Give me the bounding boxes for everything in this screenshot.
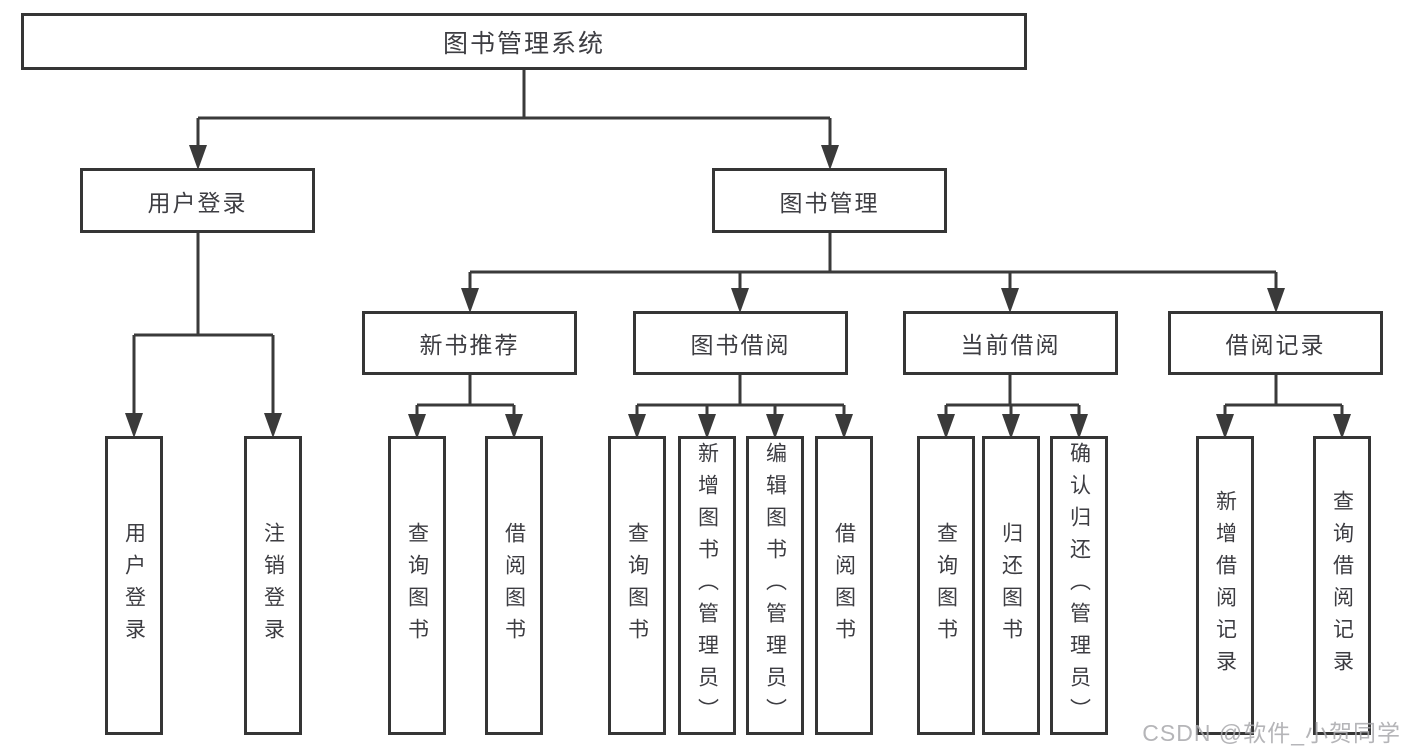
leaf-add-book-admin: 新增图书（管理员）: [678, 436, 736, 735]
leaf-logout: 注销登录: [244, 436, 302, 735]
leaf-label: 归还图书: [999, 521, 1023, 650]
leaf-confirm-return-admin: 确认归还（管理员）: [1050, 436, 1108, 735]
leaf-label: 查询图书: [625, 521, 649, 650]
leaf-label: 编辑图书（管理员）: [763, 441, 787, 730]
leaf-borrow-books-recommend: 借阅图书: [485, 436, 543, 735]
node-library-management-system: 图书管理系统: [21, 13, 1027, 70]
csdn-watermark: CSDN @软件_小贺同学: [1142, 720, 1401, 746]
leaf-label: 新增借阅记录: [1213, 489, 1237, 682]
leaf-label: 确认归还（管理员）: [1067, 441, 1091, 730]
leaf-query-books-current: 查询图书: [917, 436, 975, 735]
leaf-label: 查询图书: [934, 521, 958, 650]
leaf-label: 用户登录: [122, 521, 146, 650]
leaf-edit-book-admin: 编辑图书（管理员）: [746, 436, 804, 735]
leaf-query-borrow-record: 查询借阅记录: [1313, 436, 1371, 735]
leaf-user-login: 用户登录: [105, 436, 163, 735]
node-new-book-recommend: 新书推荐: [362, 311, 577, 375]
node-current-borrowing: 当前借阅: [903, 311, 1118, 375]
leaf-query-books-borrowing: 查询图书: [608, 436, 666, 735]
leaf-borrow-books-borrowing: 借阅图书: [815, 436, 873, 735]
leaf-label: 查询图书: [405, 521, 429, 650]
leaf-label: 借阅图书: [832, 521, 856, 650]
leaf-label: 借阅图书: [502, 521, 526, 650]
leaf-label: 新增图书（管理员）: [695, 441, 719, 730]
leaf-add-borrow-record: 新增借阅记录: [1196, 436, 1254, 735]
leaf-query-books-recommend: 查询图书: [388, 436, 446, 735]
node-book-management: 图书管理: [712, 168, 947, 233]
leaf-label: 注销登录: [261, 521, 285, 650]
node-book-borrowing: 图书借阅: [633, 311, 848, 375]
node-borrowing-records: 借阅记录: [1168, 311, 1383, 375]
node-user-login: 用户登录: [80, 168, 315, 233]
leaf-label: 查询借阅记录: [1330, 489, 1354, 682]
leaf-return-books: 归还图书: [982, 436, 1040, 735]
